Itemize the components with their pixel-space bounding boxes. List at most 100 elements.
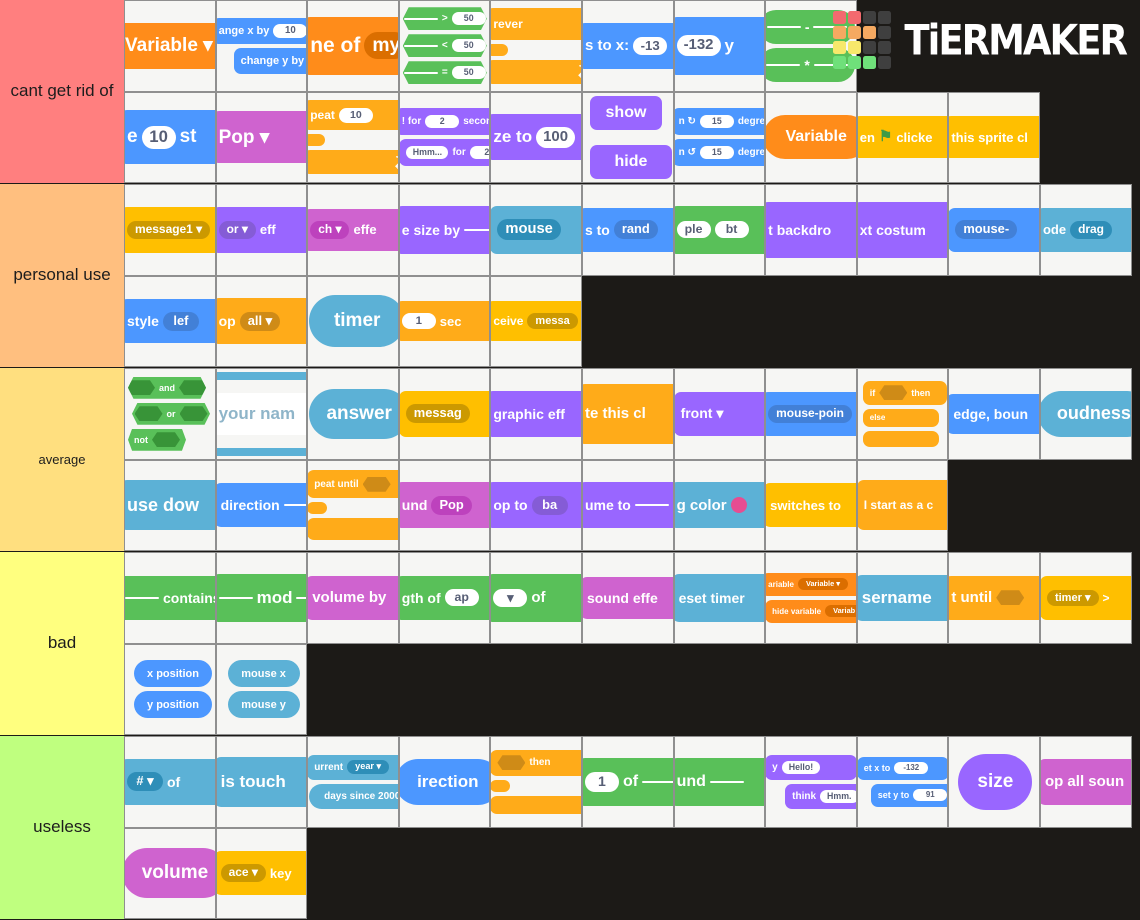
tier-item[interactable]: peat until⤸ [307, 459, 399, 551]
tier-item[interactable]: use dow [124, 459, 216, 551]
tier-item[interactable]: answer [307, 368, 399, 460]
tier-item[interactable]: volume by [307, 552, 399, 644]
tier-item[interactable]: mouse-poin [765, 368, 857, 460]
tier-item[interactable]: mouse [490, 184, 582, 276]
value-pill: 50 [451, 12, 486, 26]
scratch-block-segment: irection [399, 758, 490, 805]
tier-item[interactable]: mouse- [948, 184, 1040, 276]
tier-item[interactable]: messag [398, 368, 491, 460]
tier-item[interactable]: g color [673, 459, 766, 551]
tier-label: useless [0, 736, 124, 919]
block-text: style [127, 313, 159, 330]
tier-item[interactable]: s to x:-13 [581, 0, 674, 92]
tier-item[interactable]: sound effe [581, 552, 674, 644]
scratch-block-segment: mouse x [227, 660, 300, 688]
tier-item[interactable]: sername [856, 552, 949, 644]
tier-item[interactable]: irection [398, 736, 491, 828]
scratch-block-segment: mouse- [949, 207, 1039, 252]
value-pill [766, 63, 801, 66]
value-pill: 1 [401, 313, 436, 330]
tier-item[interactable]: front ▾ [673, 368, 766, 460]
tier-item[interactable]: contains [124, 552, 216, 644]
tier-item[interactable]: timer ▾> [1039, 552, 1132, 644]
value-pill [709, 780, 744, 783]
tier-item[interactable]: xt costum [856, 184, 949, 276]
tier-item[interactable]: size [948, 736, 1040, 828]
tier-item[interactable]: rever⤸ [490, 0, 582, 92]
scratch-block-segment: edge, boun [949, 393, 1039, 434]
tier-item[interactable]: ace ▾key [215, 827, 308, 919]
tier-item[interactable]: ume to [581, 459, 674, 551]
tier-item[interactable]: graphic eff [490, 368, 582, 460]
tier-item[interactable]: is touch [215, 736, 308, 828]
tier-item[interactable]: edge, boun [948, 368, 1040, 460]
tier-item[interactable]: I start as a c [856, 459, 949, 551]
tier-item[interactable]: mod [215, 552, 308, 644]
tier-item[interactable]: >50<50=50 [398, 0, 491, 92]
scratch-block-segment: graphic eff [491, 390, 581, 437]
tier-item[interactable]: te this cl [581, 368, 674, 460]
tier-item[interactable]: direction [215, 459, 308, 551]
tier-item[interactable]: t until [948, 552, 1040, 644]
tier-item[interactable]: e size by [398, 184, 491, 276]
tier-item[interactable]: Pop ▾ [215, 91, 308, 183]
scratch-block-segment: g color [674, 482, 765, 529]
dropdown-pill: my [364, 32, 398, 60]
scratch-block-segment: Variable [766, 115, 856, 160]
tier-item[interactable]: Variable [765, 91, 857, 183]
tier-item[interactable]: ▾of [490, 552, 582, 644]
tier-item[interactable]: op all soun [1039, 736, 1132, 828]
tier-item[interactable]: your nam [215, 368, 308, 460]
tier-item[interactable]: en⚑clicke [856, 91, 949, 183]
tier-item[interactable]: then [490, 736, 582, 828]
tier-item[interactable]: this sprite cl [948, 91, 1040, 183]
tier-item[interactable]: message1 ▾ [124, 184, 216, 276]
scratch-block-segment: volume [124, 848, 215, 899]
tier-item[interactable]: timer [307, 275, 399, 367]
tier-item[interactable]: volume [124, 827, 216, 919]
scratch-block-segment: front ▾ [674, 391, 765, 436]
tier-item[interactable]: und [673, 736, 766, 828]
tier-item[interactable]: or ▾eff [215, 184, 308, 276]
tier-item[interactable]: Variable ▾ [124, 0, 216, 92]
tier-item[interactable]: t backdro [765, 184, 857, 276]
tier-item[interactable]: ch ▾effe [307, 184, 399, 276]
tier-item[interactable]: oudness [1039, 368, 1132, 460]
tier-item[interactable]: eset timer [673, 552, 766, 644]
tiermaker-logo[interactable]: TiERMAKER [833, 11, 1128, 69]
block-text: op to [493, 497, 528, 514]
tier-item[interactable]: # ▾of [124, 736, 216, 828]
tier-item[interactable]: switches to [765, 459, 857, 551]
